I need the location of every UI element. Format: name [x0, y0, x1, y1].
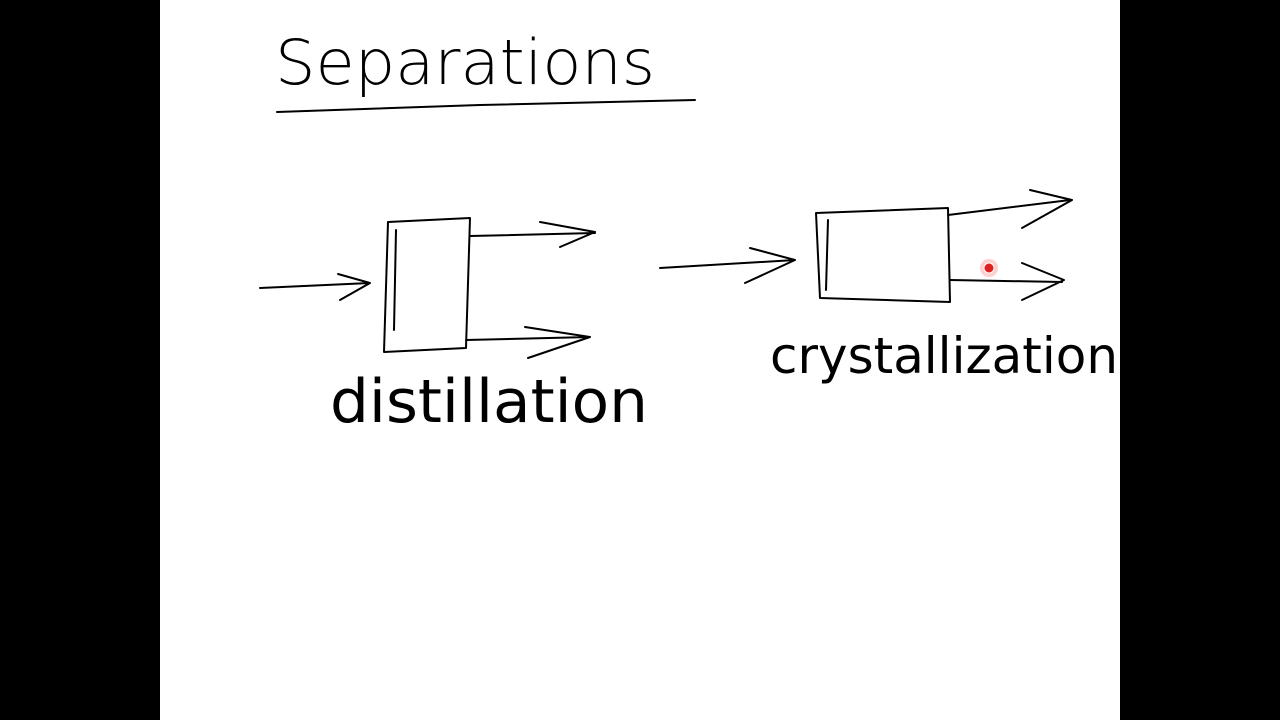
title-text: Separations [275, 26, 655, 99]
title-underline [276, 99, 696, 113]
laser-pointer-dot [983, 262, 995, 274]
crystallization-box [815, 207, 951, 303]
crystallization-bottom-output-arrow [949, 262, 1065, 301]
distillation-label: distillation [330, 367, 648, 437]
distillation-bottom-output-arrow [465, 326, 591, 359]
whiteboard-canvas [160, 0, 1120, 720]
crystallization-top-output-arrow [947, 189, 1073, 229]
connecting-arrow [659, 247, 796, 284]
distillation-top-output-arrow [469, 221, 596, 248]
distillation-box [383, 217, 471, 353]
input-arrow [259, 273, 371, 301]
crystallization-label: crystallization [770, 327, 1118, 385]
